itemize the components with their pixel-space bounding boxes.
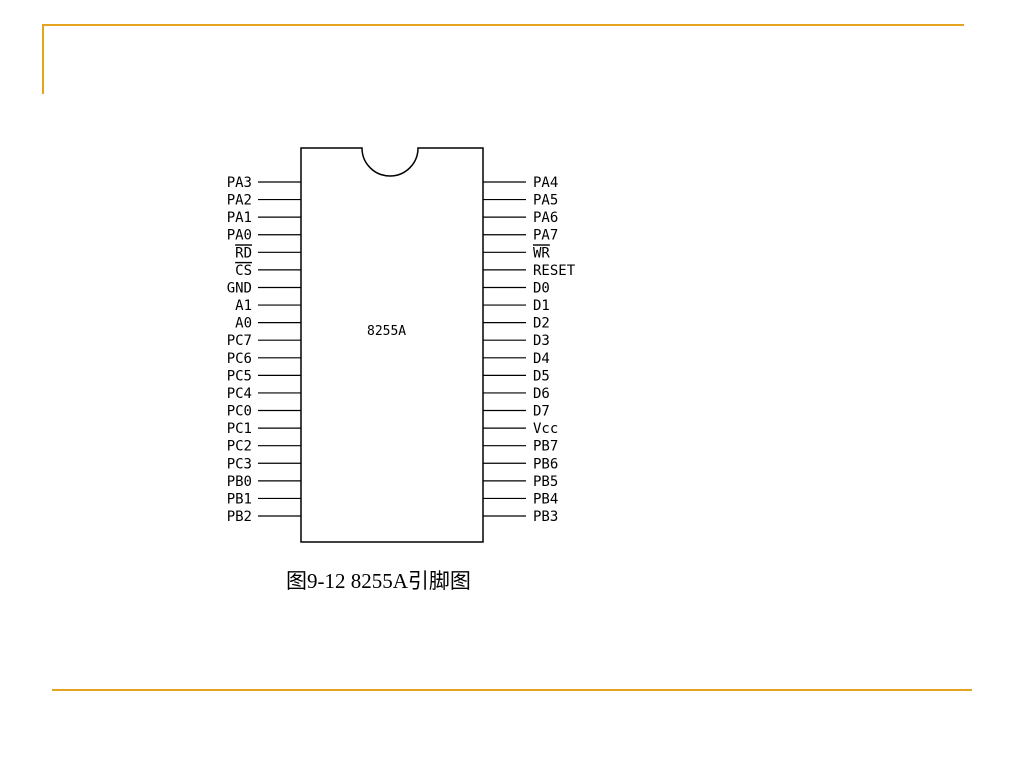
left-pin-label: PB1 — [227, 491, 252, 507]
right-pin-label: D6 — [533, 386, 550, 402]
left-pin-label: PC0 — [227, 404, 252, 420]
left-pin-label: PA2 — [227, 193, 252, 209]
right-pin-label: D2 — [533, 316, 550, 332]
left-pin-group: PA3PA2PA1PA0RDCSGNDA1A0PC7PC6PC5PC4PC0PC… — [227, 175, 301, 525]
left-pin-label: PB0 — [227, 474, 252, 490]
left-pin-label: PC6 — [227, 351, 252, 367]
right-pin-label: D3 — [533, 333, 550, 349]
left-pin-label: CS — [235, 263, 252, 279]
chip-name: 8255A — [367, 324, 406, 339]
figure-caption: 图9-12 8255A引脚图 — [286, 569, 471, 593]
left-pin-label: PA3 — [227, 175, 252, 191]
right-pin-label: PB3 — [533, 509, 558, 525]
right-pin-label: Vcc — [533, 421, 558, 437]
left-pin-label: PC1 — [227, 421, 252, 437]
left-pin-label: PC3 — [227, 456, 252, 472]
left-pin-label: A0 — [235, 316, 252, 332]
accent-bottom-line — [52, 689, 972, 691]
left-pin-label: A1 — [235, 298, 252, 314]
left-pin-label: PC5 — [227, 368, 252, 384]
right-pin-label: PA5 — [533, 193, 558, 209]
left-pin-label: PA1 — [227, 210, 252, 226]
right-pin-label: D4 — [533, 351, 550, 367]
right-pin-label: PB5 — [533, 474, 558, 490]
right-pin-label: PA7 — [533, 228, 558, 244]
right-pin-label: PA4 — [533, 175, 558, 191]
left-pin-label: RD — [235, 245, 252, 261]
left-pin-label: PC2 — [227, 439, 252, 455]
accent-vertical-line — [42, 24, 44, 94]
right-pin-label: PB4 — [533, 491, 558, 507]
right-pin-label: D5 — [533, 368, 550, 384]
right-pin-label: D0 — [533, 280, 550, 296]
right-pin-label: PB7 — [533, 439, 558, 455]
left-pin-label: PC4 — [227, 386, 252, 402]
accent-top-line — [42, 24, 964, 26]
right-pin-label: RESET — [533, 263, 576, 279]
left-pin-label: PA0 — [227, 228, 252, 244]
left-pin-label: GND — [227, 280, 252, 296]
left-pin-label: PC7 — [227, 333, 252, 349]
left-pin-label: PB2 — [227, 509, 252, 525]
right-pin-label: WR — [533, 245, 550, 261]
right-pin-label: PA6 — [533, 210, 558, 226]
chip-body — [300, 147, 484, 543]
right-pin-label: PB6 — [533, 456, 558, 472]
right-pin-label: D1 — [533, 298, 550, 314]
right-pin-label: D7 — [533, 404, 550, 420]
